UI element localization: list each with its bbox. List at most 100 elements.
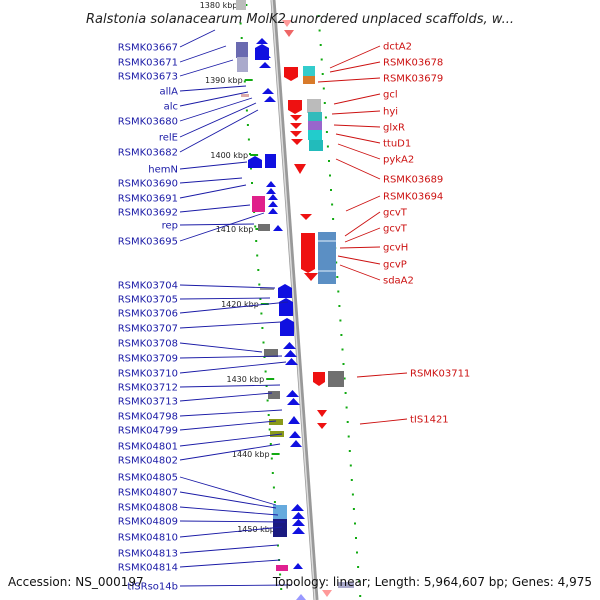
forward-gene-arrow — [262, 88, 274, 94]
leader-line — [329, 45, 381, 69]
gene-label-rsmk03671[interactable]: RSMK03671 — [118, 58, 178, 69]
gene-label-alla[interactable]: allA — [159, 87, 178, 98]
gene-label-rsmk03710[interactable]: RSMK03710 — [118, 369, 178, 380]
genome-summary: Topology: linear; Length: 5,964,607 bp; … — [272, 575, 592, 589]
gene-label-rele[interactable]: relE — [159, 133, 178, 144]
gene-label-gcvp[interactable]: gcvP — [383, 260, 407, 271]
grey-block — [328, 371, 344, 387]
gene-label-rsmk04808[interactable]: RSMK04808 — [118, 503, 178, 514]
kbp-marker: 1420 kbp — [221, 300, 259, 309]
reverse-gene-arrow — [294, 164, 306, 174]
reverse-gene-arrow — [290, 131, 302, 137]
leader-line — [179, 212, 265, 242]
gene-label-pyka2[interactable]: pykA2 — [383, 155, 414, 166]
gene-label-rsmk04807[interactable]: RSMK04807 — [118, 488, 178, 499]
pink-block — [252, 196, 265, 212]
gene-label-rsmk04802[interactable]: RSMK04802 — [118, 456, 178, 467]
blue-block — [273, 505, 287, 519]
gene-label-glxr[interactable]: glxR — [383, 123, 405, 134]
forward-gene-arrow — [286, 390, 299, 397]
reverse-gene-arrow — [290, 115, 302, 121]
leader-line — [179, 29, 216, 48]
leader-line — [339, 264, 381, 281]
kbp-marker: 1430 kbp — [226, 375, 264, 384]
accession-label: Accession: NS_000197 — [8, 575, 144, 589]
gene-label-rsmk03673[interactable]: RSMK03673 — [118, 72, 178, 83]
gene-label-sdaa2[interactable]: sdaA2 — [383, 276, 414, 287]
gene-label-rsmk04801[interactable]: RSMK04801 — [118, 442, 178, 453]
gene-label-rsmk03692[interactable]: RSMK03692 — [118, 208, 178, 219]
gene-label-rsmk04810[interactable]: RSMK04810 — [118, 533, 178, 544]
gene-label-gcvt[interactable]: gcvT — [383, 208, 408, 219]
gene-label-rsmk03678[interactable]: RSMK03678 — [383, 58, 443, 69]
reverse-gene-arrow — [291, 139, 303, 145]
gene-label-tisrso14b[interactable]: tISRso14b — [127, 582, 178, 593]
orange-block — [303, 76, 315, 84]
leader-line — [179, 85, 247, 92]
gene-label-rsmk03667[interactable]: RSMK03667 — [118, 43, 178, 54]
gene-label-hyi[interactable]: hyi — [383, 107, 398, 118]
gene-label-rsmk03708[interactable]: RSMK03708 — [118, 339, 178, 350]
reverse-gene-arrow — [300, 214, 312, 220]
reverse-gene-arrow — [290, 123, 302, 129]
gene-label-rsmk03679[interactable]: RSMK03679 — [383, 74, 443, 85]
gene-label-rsmk04814[interactable]: RSMK04814 — [118, 563, 178, 574]
gene-label-rsmk03704[interactable]: RSMK03704 — [118, 281, 178, 292]
reverse-gene-arrow — [304, 273, 318, 281]
forward-gene-arrow — [266, 188, 276, 194]
gene-label-rsmk03695[interactable]: RSMK03695 — [118, 237, 178, 248]
gene-label-rsmk03689[interactable]: RSMK03689 — [383, 175, 443, 186]
gene-label-gcvh[interactable]: gcvH — [383, 243, 408, 254]
reverse-gene-block — [284, 67, 298, 81]
gene-label-gcl[interactable]: gcl — [383, 90, 398, 101]
gene-label-rsmk03705[interactable]: RSMK03705 — [118, 295, 178, 306]
gene-label-rsmk03691[interactable]: RSMK03691 — [118, 194, 178, 205]
gene-label-rsmk04799[interactable]: RSMK04799 — [118, 426, 178, 437]
leader-line — [179, 284, 276, 289]
gene-label-dcta2[interactable]: dctA2 — [383, 42, 412, 53]
gene-label-gcvt[interactable]: gcvT — [383, 224, 408, 235]
leader-line — [179, 102, 257, 138]
leader-line — [179, 321, 282, 329]
grey-block — [268, 391, 280, 399]
gene-label-rsmk03706[interactable]: RSMK03706 — [118, 309, 178, 320]
leader-line — [179, 384, 281, 388]
forward-gene-arrow — [283, 342, 296, 349]
reverse-gene-arrow — [284, 30, 294, 37]
gene-label-rsmk04813[interactable]: RSMK04813 — [118, 549, 178, 560]
forward-gene-arrow — [291, 504, 304, 511]
gene-label-rsmk03680[interactable]: RSMK03680 — [118, 117, 178, 128]
gene-label-rsmk03713[interactable]: RSMK03713 — [118, 397, 178, 408]
gene-label-rsmk04809[interactable]: RSMK04809 — [118, 517, 178, 528]
gene-label-rep[interactable]: rep — [162, 221, 178, 232]
gene-label-alc[interactable]: alc — [164, 102, 178, 113]
gene-label-rsmk04805[interactable]: RSMK04805 — [118, 473, 178, 484]
gene-label-rsmk03711[interactable]: RSMK03711 — [410, 369, 470, 380]
leader-line — [179, 45, 227, 63]
leader-line — [179, 301, 289, 314]
gene-label-rsmk04798[interactable]: RSMK04798 — [118, 412, 178, 423]
gene-label-hemn[interactable]: hemN — [148, 165, 178, 176]
gene-label-rsmk03682[interactable]: RSMK03682 — [118, 148, 178, 159]
forward-gene-arrow — [264, 96, 276, 102]
gene-label-tis1421[interactable]: tIS1421 — [410, 415, 449, 426]
gene-label-rsmk03690[interactable]: RSMK03690 — [118, 179, 178, 190]
gene-label-ttud1[interactable]: ttuD1 — [383, 139, 411, 150]
leader-line — [179, 223, 255, 226]
gene-label-rsmk03694[interactable]: RSMK03694 — [383, 192, 443, 203]
kbp-marker: 1380 kbp — [200, 1, 238, 10]
leader-line — [179, 59, 234, 77]
leader-line — [179, 297, 271, 300]
forward-gene-arrow — [290, 440, 302, 447]
gene-label-rsmk03707[interactable]: RSMK03707 — [118, 324, 178, 335]
forward-gene-arrow — [259, 62, 271, 68]
gene-features — [236, 0, 354, 600]
forward-gene-arrow — [287, 398, 300, 405]
grey-block — [258, 224, 270, 231]
forward-gene-arrow — [268, 201, 278, 207]
forward-gene-block — [265, 154, 276, 168]
gene-label-rsmk03709[interactable]: RSMK03709 — [118, 354, 178, 365]
leader-line — [344, 211, 381, 237]
gene-label-rsmk03712[interactable]: RSMK03712 — [118, 383, 178, 394]
